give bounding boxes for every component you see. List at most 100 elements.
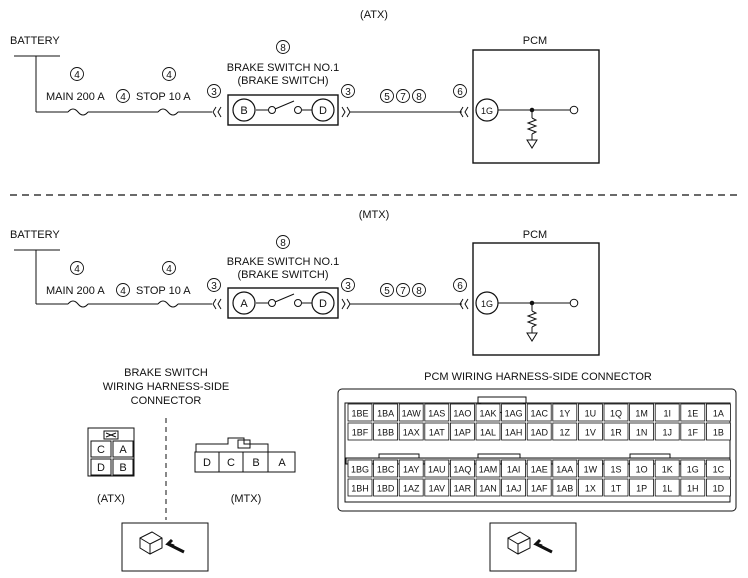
atx-section-label: (ATX) — [360, 9, 388, 21]
pcm-pin-cell — [654, 403, 680, 422]
atx-circle-num: 8 — [280, 43, 286, 54]
pcm-pin-cell — [398, 478, 424, 497]
atx-pcm-terminal-label: 1G — [481, 106, 493, 116]
atx-circle-marks — [70, 40, 467, 103]
mtx-pin-label: A — [278, 457, 286, 469]
mtx-pcm-label: PCM — [523, 229, 547, 241]
pcm-pin-cell — [706, 422, 731, 441]
mtx-circle-num: 4 — [166, 264, 172, 275]
pcm-pin-label: 1BA — [377, 409, 394, 419]
pcm-pin-cell — [629, 478, 654, 497]
pcm-pin-label: 1B — [713, 428, 724, 438]
atx-switch-subtitle: (BRAKE SWITCH) — [237, 75, 328, 87]
mtx-switch-terminal-left — [232, 291, 256, 315]
pcm-pin-label: 1Y — [559, 409, 570, 419]
pcm-pin-cell — [654, 459, 680, 478]
pcm-pin-cell — [501, 478, 527, 497]
pcm-pin-label: 1AD — [530, 428, 548, 438]
pcm-pin-cell — [654, 422, 680, 441]
pcm-pin-label: 1D — [713, 484, 725, 494]
pcm-pin-cell — [552, 459, 578, 478]
pcm-pin-cell — [347, 478, 373, 497]
mtx-circle-num: 4 — [74, 264, 80, 275]
atx-pin-label: B — [119, 462, 126, 474]
pcm-pin-cell — [373, 459, 399, 478]
atx-circle-num: 6 — [457, 87, 463, 98]
pcm-pin-label: 1S — [610, 465, 621, 475]
pcm-pin-cell — [398, 459, 424, 478]
pcm-pin-cell — [424, 422, 450, 441]
pcm-pin-cell — [501, 403, 527, 422]
atx-circle-num: 7 — [400, 92, 406, 103]
mtx-circle-num: 7 — [400, 286, 406, 297]
pcm-pin-cell — [449, 422, 475, 441]
pcm-pin-cell — [706, 403, 731, 422]
pcm-pin-cell — [578, 459, 603, 478]
pcm-pin-cell — [578, 422, 603, 441]
pcm-pin-cell — [475, 459, 501, 478]
atx-pcm-label: PCM — [523, 35, 547, 47]
mtx-circle-num: 8 — [280, 238, 286, 249]
mtx-main-fuse-label: MAIN 200 A — [46, 285, 105, 297]
connector-view-icon — [489, 522, 577, 572]
pcm-pin-label: 1AZ — [403, 484, 420, 494]
atx-switch-terminal-right-label: D — [319, 105, 327, 117]
atx-main-fuse-label: MAIN 200 A — [46, 91, 105, 103]
mtx-battery-label: BATTERY — [10, 229, 60, 241]
pcm-pin-label: 1J — [662, 428, 672, 438]
pcm-pin-cell — [398, 403, 424, 422]
pcm-pin-cell — [424, 459, 450, 478]
pcm-pin-label: 1U — [585, 409, 597, 419]
connector-view-icon — [121, 522, 209, 572]
pcm-pin-label: 1AV — [429, 484, 445, 494]
pcm-pin-label: 1AQ — [453, 465, 471, 475]
pcm-pin-cell — [449, 403, 475, 422]
pcm-pin-label: 1AW — [402, 409, 422, 419]
pcm-pin-label: 1F — [688, 428, 699, 438]
atx-switch-terminal-right — [311, 98, 335, 122]
pcm-pin-label: 1N — [636, 428, 648, 438]
pcm-pin-cell — [526, 478, 552, 497]
mtx-switch-terminal-right-label: D — [319, 298, 327, 310]
pcm-pin-label: 1X — [585, 484, 596, 494]
atx-switch-terminal-left-label: B — [240, 105, 247, 117]
mtx-pin-label: C — [227, 457, 235, 469]
mtx-circle-num: 8 — [416, 286, 422, 297]
pcm-pin-cell — [424, 403, 450, 422]
atx-circle-num: 4 — [74, 70, 80, 81]
pcm-pin-cell — [347, 459, 373, 478]
pcm-pin-label: 1AG — [505, 409, 523, 419]
pcm-pin-label: 1AL — [480, 428, 496, 438]
brake-connector-title-3: CONNECTOR — [131, 395, 202, 407]
atx-pin-label: C — [97, 444, 105, 456]
pcm-pin-label: 1BB — [377, 428, 394, 438]
mtx-pin-label: D — [203, 457, 211, 469]
pcm-pin-label: 1K — [662, 465, 673, 475]
pcm-pin-cell — [603, 459, 629, 478]
pcm-pin-cell — [424, 478, 450, 497]
pcm-pin-cell — [373, 422, 399, 441]
pcm-pin-cell — [578, 403, 603, 422]
pcm-pin-label: 1I — [663, 409, 671, 419]
pcm-pin-label: 1C — [713, 465, 725, 475]
mtx-circle-num: 4 — [120, 286, 126, 297]
pcm-pin-label: 1AE — [531, 465, 548, 475]
pcm-pin-cell — [629, 403, 654, 422]
pcm-pin-label: 1M — [635, 409, 648, 419]
pcm-connector-title: PCM WIRING HARNESS-SIDE CONNECTOR — [424, 371, 652, 383]
atx-battery-label: BATTERY — [10, 35, 60, 47]
pcm-pin-cell — [552, 478, 578, 497]
mtx-switch-terminal-right — [311, 291, 335, 315]
pcm-pin-cell — [526, 403, 552, 422]
pcm-pin-label: 1AU — [428, 465, 446, 475]
mtx-pin-label: B — [252, 457, 259, 469]
pcm-pin-label: 1BG — [351, 465, 369, 475]
mtx-circle-marks — [70, 235, 467, 297]
mtx-circle-num: 3 — [211, 281, 217, 292]
pcm-pin-label: 1A — [713, 409, 724, 419]
mtx-circle-num: 6 — [457, 281, 463, 292]
pcm-pin-cell — [501, 422, 527, 441]
pcm-pin-cell — [680, 459, 706, 478]
